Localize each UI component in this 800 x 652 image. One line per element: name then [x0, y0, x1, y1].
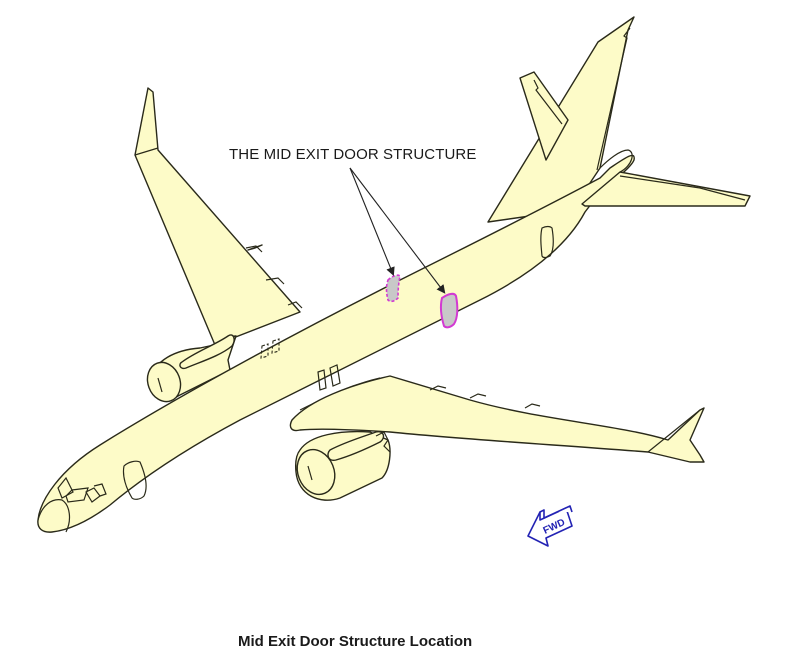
right-wing	[289, 375, 705, 463]
right-engine	[294, 430, 391, 501]
mid-exit-door-right-highlight[interactable]	[439, 292, 459, 329]
left-engine	[146, 334, 237, 403]
fwd-direction-arrow: FWD	[527, 505, 573, 547]
right-horizontal-stabilizer	[581, 149, 751, 207]
left-wing	[134, 87, 303, 346]
mid-exit-door-left-highlight[interactable]	[385, 274, 401, 303]
callout-label: THE MID EXIT DOOR STRUCTURE	[229, 146, 477, 163]
figure-caption: Mid Exit Door Structure Location	[238, 633, 473, 650]
left-horizontal-stabilizer	[519, 71, 569, 161]
callout-leader-lines	[349, 167, 446, 294]
